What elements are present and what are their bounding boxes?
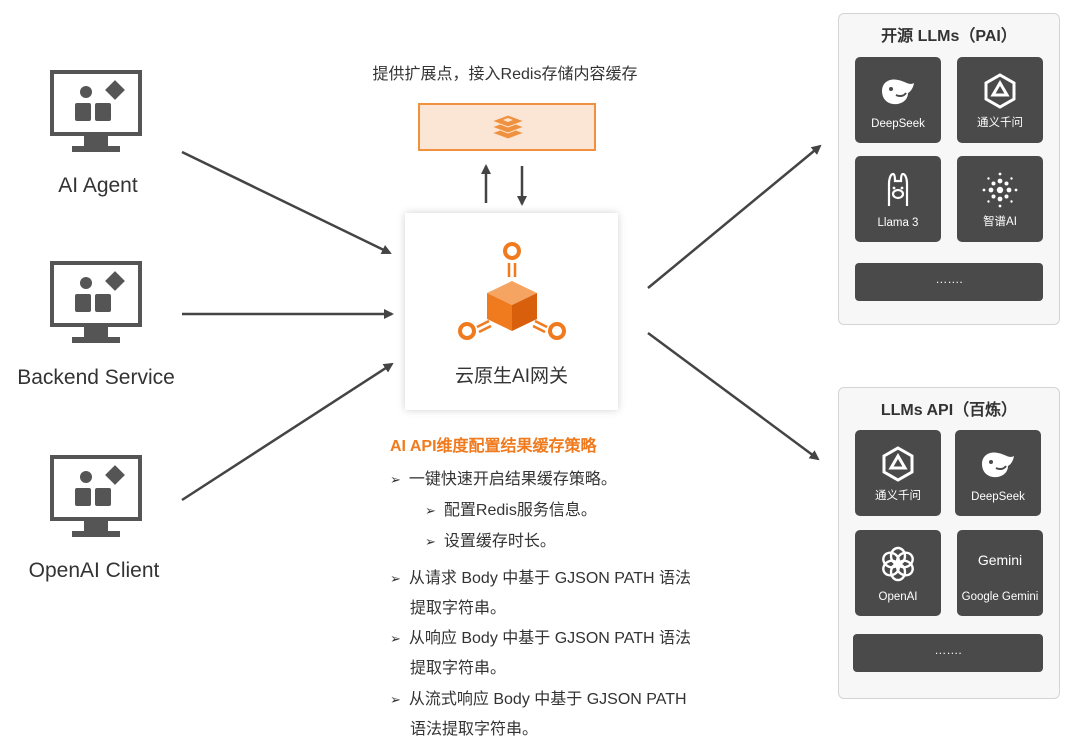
whale-icon [882,79,914,105]
note-item: ➢一键快速开启结果缓存策略。 [390,471,617,488]
client-label: Backend Service [17,366,175,389]
arrow-openai-to-gateway [181,362,394,502]
note-item: ➢从响应 Body 中基于 GJSON PATH 语法 [390,630,692,647]
tongyi-icon [882,446,914,482]
whale-icon [982,452,1014,478]
llama-icon [887,172,909,206]
monitor-apps-icon [50,261,142,343]
cache-caption: 提供扩展点，接入Redis存储内容缓存 [372,66,638,83]
gateway-cube-icon [458,242,566,340]
monitor-apps-icon [50,455,142,537]
cache-policy-notes: AI API维度配置结果缓存策略 [386,432,736,456]
model-tile-openai: OpenAI [855,530,941,616]
note-item-continued: 语法提取字符串。 [410,721,539,738]
note-item-continued: 提取字符串。 [410,600,507,617]
notes-title: AI API维度配置结果缓存策略 [390,438,597,455]
model-tile-llama: Llama 3 [855,156,941,242]
model-tile-deepseek: DeepSeek [955,430,1041,516]
client-label: AI Agent [58,174,138,197]
note-item: ➢从流式响应 Body 中基于 GJSON PATH [390,691,687,708]
model-tile-deepseek: DeepSeek [855,57,941,143]
gemini-logo: Gemini [977,552,1023,568]
arrow-bullet-icon: ➢ [390,472,401,487]
client-label: OpenAI Client [28,559,160,582]
arrow-bullet-icon: ➢ [390,571,401,586]
arrow-bullet-icon: ➢ [390,631,401,646]
arrow-gateway-to-api-llms [647,331,820,461]
panel-title: 开源 LLMs（PAI） [881,28,1017,45]
model-tile-tongyi: 通义千问 [957,57,1043,143]
arrow-agent-to-gateway [181,150,392,255]
arrow-bullet-icon: ➢ [390,692,401,707]
more-models-open: ……. [855,263,1043,301]
openai-icon [882,546,914,582]
arrow-bullet-icon: ➢ [425,534,436,549]
model-tile-tongyi: 通义千问 [855,430,941,516]
tongyi-icon [984,73,1016,109]
note-subitem: ➢设置缓存时长。 [425,533,556,550]
monitor-apps-icon [50,70,142,152]
zhipu-dots-icon [982,172,1018,208]
note-item-continued: 提取字符串。 [410,660,507,677]
model-tile-zhipu: 智谱AI [957,156,1043,242]
arrow-bullet-icon: ➢ [425,503,436,518]
arrow-gateway-to-open-llms [647,144,822,289]
more-models-api: ……. [853,634,1043,672]
ai-gateway-box: 云原生AI网关 [405,213,618,410]
redis-icon [490,114,526,140]
gateway-label: 云原生AI网关 [455,366,568,387]
note-subitem: ➢配置Redis服务信息。 [425,502,597,519]
panel-title: LLMs API（百炼） [880,402,1018,419]
redis-cache-box [418,103,596,151]
model-tile-gemini: Gemini Google Gemini [957,530,1043,616]
note-item: ➢从请求 Body 中基于 GJSON PATH 语法 [390,570,692,587]
